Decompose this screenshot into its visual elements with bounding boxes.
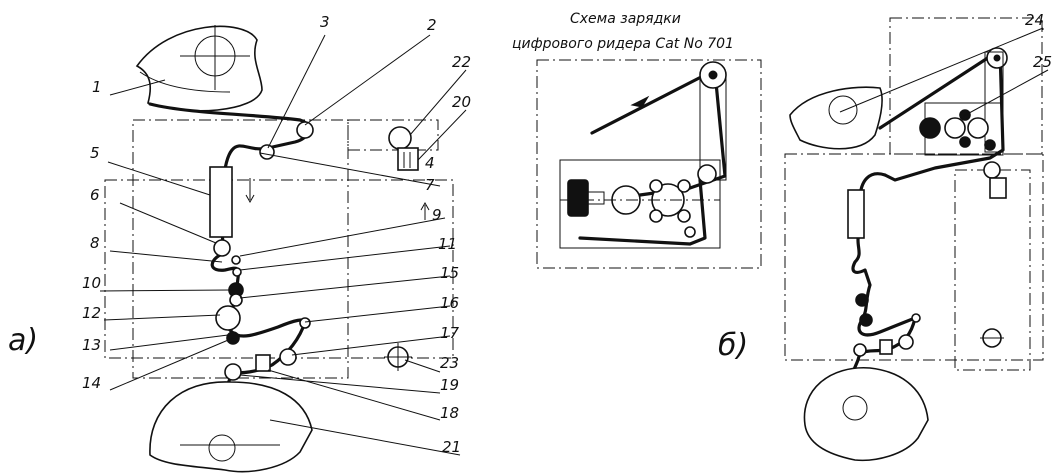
- roller-3: [259, 144, 275, 160]
- label-20: 20: [452, 93, 471, 111]
- caption-a: а): [8, 323, 38, 358]
- panel-a-housing-outline: [132, 119, 349, 379]
- label-4: 4: [425, 154, 435, 172]
- label-25: 25: [1033, 53, 1052, 71]
- label-13: 13: [82, 336, 101, 354]
- roller-6: [213, 239, 231, 257]
- label-3: 3: [320, 13, 330, 31]
- panel-b: 24 25 б): [718, 11, 1052, 462]
- inset-title-line1: Схема зарядки: [570, 11, 681, 27]
- film-gate-5: [209, 166, 233, 238]
- label-18: 18: [440, 404, 459, 422]
- roller-2: [296, 121, 314, 139]
- label-8: 8: [90, 234, 100, 252]
- label-1: 1: [92, 78, 102, 96]
- label-10: 10: [82, 274, 101, 292]
- label-6: 6: [90, 186, 100, 204]
- feed-arrow-a: [245, 178, 255, 204]
- leader-lines-b: [839, 27, 1049, 119]
- caption-b: б): [718, 328, 748, 363]
- label-19: 19: [440, 376, 459, 394]
- panel-b-gate: [847, 189, 865, 239]
- roller-13: [215, 305, 241, 331]
- leader-lines-a: [99, 34, 467, 456]
- label-24: 24: [1025, 11, 1044, 29]
- roller-12: [229, 293, 243, 307]
- supply-reel-top: [135, 25, 263, 112]
- label-23: 23: [440, 354, 459, 372]
- panel-a: 1 2 3 4 5 6 7 8 9 10 11 12 13 14 15 16 1…: [8, 13, 471, 473]
- label-11: 11: [438, 235, 457, 253]
- roller-19: [224, 363, 242, 381]
- roller-10: [232, 267, 242, 277]
- label-16: 16: [440, 294, 459, 312]
- label-22: 22: [452, 53, 471, 71]
- part-4: [397, 147, 419, 171]
- label-2: 2: [427, 16, 437, 34]
- panel-a-base-outline: [104, 179, 454, 359]
- label-14: 14: [82, 374, 101, 392]
- inset-mechanism-box: [559, 159, 721, 249]
- label-21: 21: [442, 438, 461, 456]
- takeup-reel-bottom: [149, 381, 313, 473]
- inset-title-line2: цифрового ридера Cat No 701: [512, 36, 734, 52]
- inset-outline: [536, 59, 762, 269]
- label-7: 7: [425, 176, 435, 194]
- label-12: 12: [82, 304, 101, 322]
- inset-mid-roller: [697, 164, 717, 184]
- panel-inset: Схема зарядки цифрового ридера Cat No 70…: [512, 11, 762, 269]
- roller-9: [231, 255, 241, 265]
- label-5: 5: [90, 144, 100, 162]
- label-15: 15: [440, 264, 459, 282]
- panel-b-housing-outline: [784, 153, 1044, 361]
- label-17: 17: [440, 324, 460, 342]
- inset-direction-arrow: [630, 95, 650, 108]
- roller-22: [388, 126, 412, 150]
- panel-b-supply-reel: [789, 86, 883, 150]
- label-9: 9: [432, 206, 442, 224]
- guide-18: [255, 354, 271, 372]
- panel-b-takeup-reel: [803, 367, 929, 462]
- inset-lamp: [567, 179, 589, 217]
- roller-17: [279, 348, 297, 366]
- panel-a-bracket-outline: [347, 119, 439, 151]
- roller-16: [299, 317, 311, 329]
